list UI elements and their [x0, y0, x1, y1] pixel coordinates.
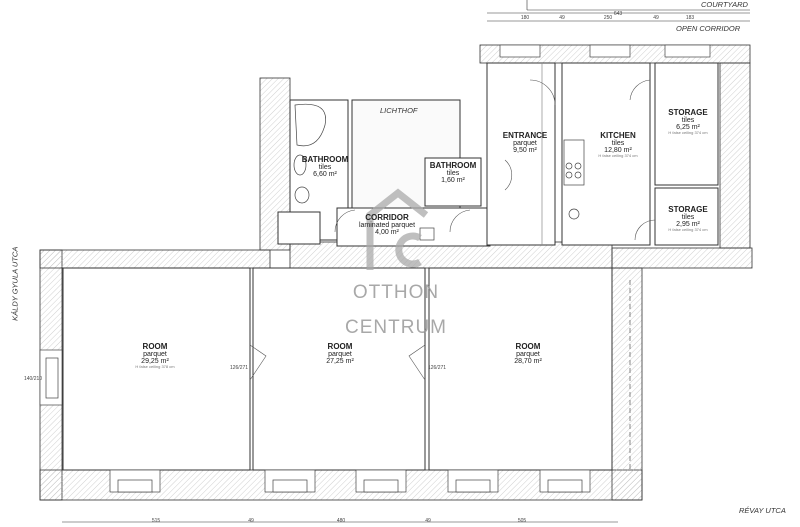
fixtures — [293, 63, 585, 245]
open-corridor-label: OPEN CORRIDOR — [676, 24, 741, 33]
dim-top-3: 250 — [603, 15, 613, 21]
lichthof-label: LICHTHOF — [380, 106, 418, 115]
dim-top-5: 183 — [685, 15, 695, 21]
revay-utca-label: RÉVAY UTCA — [739, 506, 786, 515]
dim-top-4: 49 — [653, 15, 659, 21]
courtyard-label: COURTYARD — [700, 0, 749, 9]
dim-top-2: 49 — [559, 15, 565, 21]
dim-bottom-2: 49 — [248, 518, 254, 524]
dim-top-1: 180 — [520, 15, 530, 21]
watermark-line1: OTTHON — [352, 282, 440, 303]
dim-door-a: 126/271 — [229, 365, 249, 371]
dim-bottom-3: 480 — [336, 518, 346, 524]
dim-bottom-4: 49 — [425, 518, 431, 524]
watermark-line2: CENTRUM — [345, 317, 447, 338]
dim-top-total: 643 — [613, 11, 623, 17]
dim-door-b: 126/271 — [427, 365, 447, 371]
dimension-lines — [62, 0, 750, 523]
room-outlines — [62, 62, 719, 471]
doors — [249, 79, 656, 381]
dim-bottom-1: 515 — [151, 518, 161, 524]
windows — [39, 44, 711, 493]
otthon-centrum-logo — [366, 188, 429, 270]
dim-window-left: 140/210 — [23, 376, 43, 382]
dim-bottom-5: 505 — [517, 518, 527, 524]
kaldy-gyula-utca-label: KÁLDY GYULA UTCA — [10, 246, 20, 321]
